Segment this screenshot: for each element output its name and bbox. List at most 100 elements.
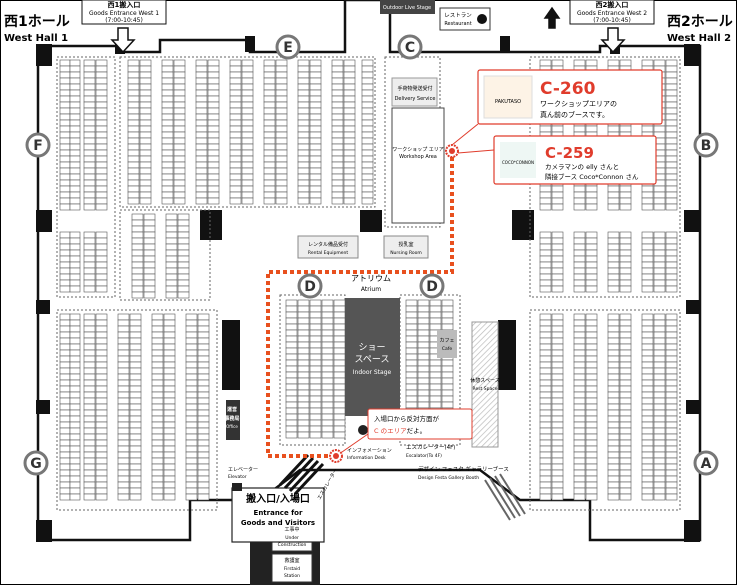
workshop-en: Workshop Area xyxy=(399,154,437,160)
booth xyxy=(197,337,210,345)
booth xyxy=(653,421,666,429)
booth xyxy=(59,231,71,239)
booth xyxy=(161,137,174,145)
booth xyxy=(607,319,620,327)
booth xyxy=(285,359,298,367)
booth xyxy=(143,231,156,239)
booth xyxy=(163,319,176,327)
booth xyxy=(653,439,666,447)
booth xyxy=(151,397,164,405)
booth xyxy=(653,385,666,393)
booth xyxy=(665,137,678,145)
booth xyxy=(641,267,654,275)
booth xyxy=(185,397,198,405)
booth xyxy=(653,481,666,489)
booth xyxy=(641,457,654,465)
booth xyxy=(59,391,71,399)
booth xyxy=(607,243,620,251)
booth xyxy=(297,167,310,175)
booth xyxy=(185,361,198,369)
booth xyxy=(641,427,654,435)
booth xyxy=(275,101,288,109)
callout-c260: PAKUTASO C-260 ワークショップエリアの 真ん前のブースです。 xyxy=(451,69,663,146)
booth xyxy=(185,367,198,375)
booth xyxy=(173,77,186,85)
booth xyxy=(331,197,344,205)
booth xyxy=(573,367,586,375)
booth xyxy=(173,125,186,133)
booth xyxy=(263,107,276,115)
booth xyxy=(185,445,198,453)
booth xyxy=(405,383,418,391)
booth xyxy=(309,119,322,127)
booth xyxy=(185,325,198,333)
booth xyxy=(127,173,140,181)
booth xyxy=(117,403,130,411)
booth xyxy=(551,403,564,411)
booth xyxy=(405,311,418,319)
booth xyxy=(417,347,430,355)
booth xyxy=(285,389,298,397)
booth xyxy=(241,161,254,169)
booth xyxy=(417,329,430,337)
booth xyxy=(69,203,81,211)
booth xyxy=(275,119,288,127)
booth xyxy=(129,487,142,495)
booth xyxy=(95,143,108,151)
booth xyxy=(573,475,586,483)
booth xyxy=(539,385,552,393)
booth xyxy=(619,59,632,67)
booth xyxy=(207,197,220,205)
booth xyxy=(275,71,288,79)
booth xyxy=(361,89,374,97)
zone-label-e: E xyxy=(283,40,293,56)
elevator-icon xyxy=(232,483,242,491)
booth xyxy=(619,421,632,429)
booth xyxy=(139,197,152,205)
booth xyxy=(263,113,276,121)
construction-jp: 工事中 xyxy=(284,526,299,533)
booth xyxy=(619,403,632,411)
booth xyxy=(129,367,142,375)
booth xyxy=(573,231,586,239)
booth xyxy=(161,125,174,133)
booth xyxy=(163,361,176,369)
booth xyxy=(241,197,254,205)
booth xyxy=(69,125,81,133)
booth xyxy=(297,161,310,169)
booth xyxy=(585,243,598,251)
booth xyxy=(309,425,322,433)
booth xyxy=(83,361,96,369)
booth xyxy=(665,231,678,239)
booth xyxy=(263,83,276,91)
booth xyxy=(551,475,564,483)
booth xyxy=(321,353,334,361)
booth xyxy=(297,311,310,319)
booth xyxy=(95,385,108,393)
booth xyxy=(229,191,242,199)
booth xyxy=(143,285,156,293)
booth xyxy=(69,261,81,269)
booth xyxy=(573,243,586,251)
booth xyxy=(653,197,666,205)
booth xyxy=(619,243,632,251)
booth xyxy=(59,385,71,393)
booth xyxy=(309,431,322,439)
booth xyxy=(69,367,81,375)
booth xyxy=(285,353,298,361)
hall-west-1-subtitle: West Hall 1 xyxy=(4,33,68,44)
booth xyxy=(619,433,632,441)
booth xyxy=(143,249,156,257)
booth xyxy=(275,149,288,157)
booth xyxy=(405,365,418,373)
booth xyxy=(641,451,654,459)
booth xyxy=(343,65,356,73)
booth xyxy=(241,131,254,139)
elevator-en: Elevator xyxy=(228,474,247,480)
booth xyxy=(429,311,442,319)
booth xyxy=(321,317,334,325)
booth xyxy=(95,397,108,405)
zone-circle-f xyxy=(25,132,51,158)
delivery-jp: 手荷物発送受付 xyxy=(397,85,432,92)
booth xyxy=(59,149,71,157)
